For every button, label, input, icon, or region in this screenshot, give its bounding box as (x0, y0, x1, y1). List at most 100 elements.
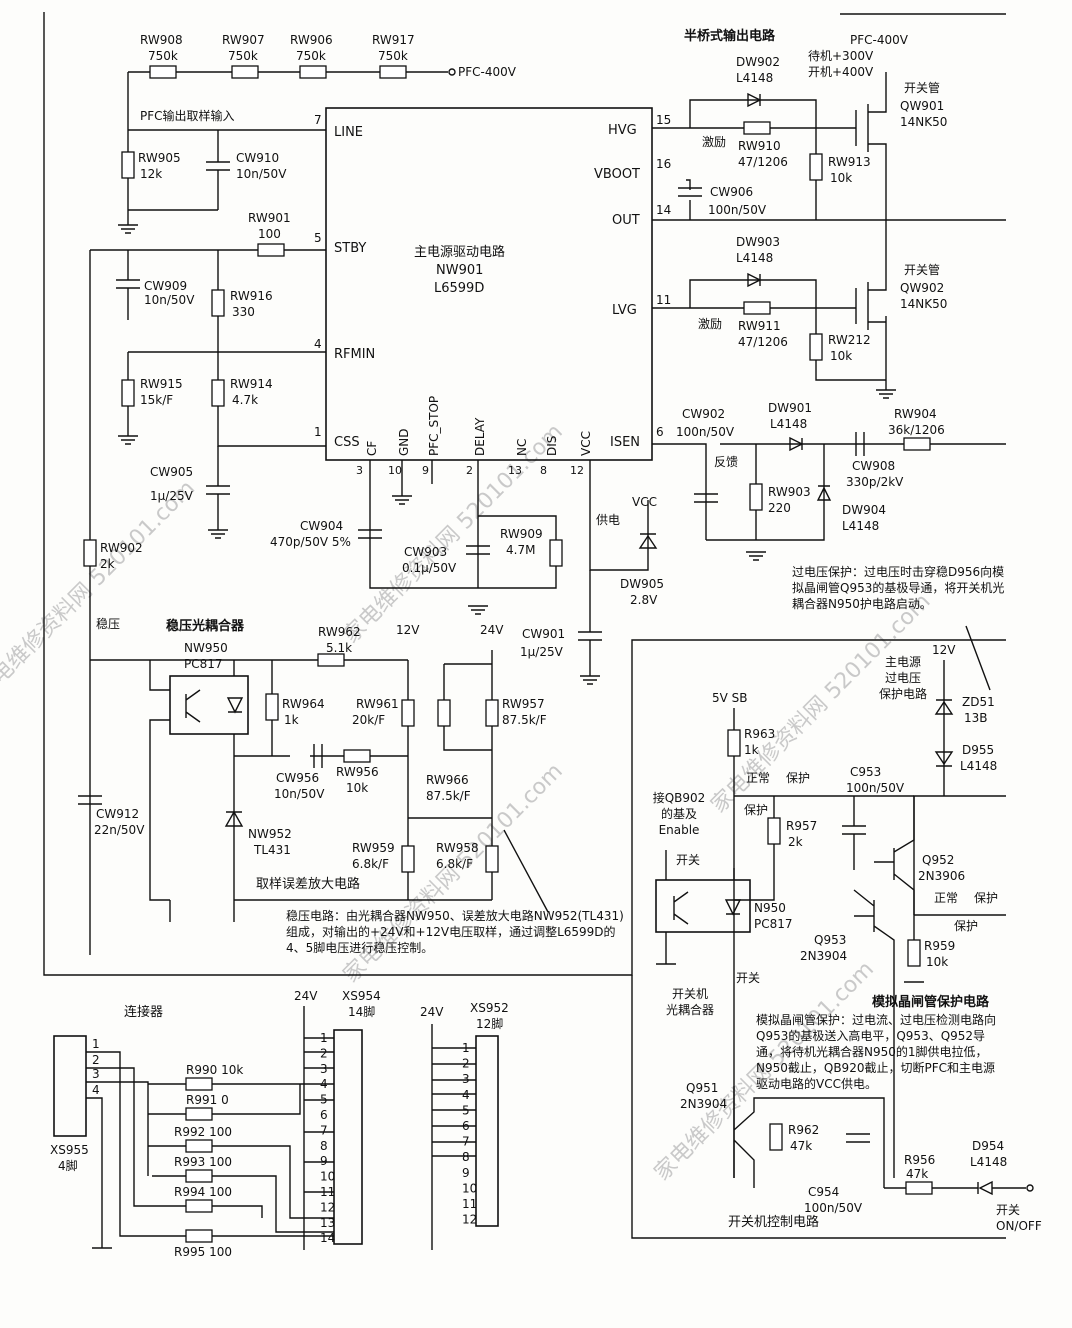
svg-text:RW910: RW910 (738, 139, 781, 153)
rw961: RW961 20k/F (352, 697, 415, 727)
connector-pin-number: 14 (320, 1231, 335, 1245)
svg-text:DW904: DW904 (842, 503, 886, 517)
connector-pin-number: 3 (320, 1062, 328, 1076)
svg-text:CW956: CW956 (276, 771, 319, 785)
svg-text:0.1μ/50V: 0.1μ/50V (402, 561, 457, 575)
connector-pin-number: 9 (320, 1154, 328, 1168)
svg-text:10k: 10k (830, 171, 852, 185)
v12-label-2: 12V (932, 643, 956, 657)
pfc-sample-label: PFC输出取样输入 (140, 108, 235, 123)
pin-num: 8 (540, 464, 547, 477)
svg-text:QW902: QW902 (900, 281, 944, 295)
xs952-body (475, 1035, 499, 1227)
pin-num: 15 (656, 113, 671, 127)
rw915: RW915 15k/F (121, 377, 183, 407)
ground-8 (746, 551, 766, 561)
svg-text:CW904: CW904 (300, 519, 343, 533)
bottom-right-frame (631, 975, 1006, 1239)
connector-pin-number: 8 (462, 1150, 470, 1164)
nw950-internals (185, 689, 244, 723)
v24-label-1: 24V (480, 623, 504, 637)
rw902: RW902 2k (83, 539, 143, 571)
svg-text:2k: 2k (788, 835, 803, 849)
excite-label-1: 激励 (702, 135, 726, 149)
rw904: RW904 36k/1206 (888, 407, 945, 451)
rw905: RW905 12k (121, 151, 181, 181)
zd51: ZD51 13B (934, 695, 995, 725)
pin-name: GND (397, 428, 411, 456)
pin-name: CF (365, 441, 379, 456)
connector-pin-number: 10 (462, 1181, 477, 1195)
dw902: DW902 L4148 (736, 55, 780, 108)
svg-text:750k: 750k (378, 49, 408, 63)
cw909: CW909 10n/50V (116, 250, 195, 320)
isen-wire (652, 443, 1006, 541)
svg-text:CW905: CW905 (150, 465, 193, 479)
svg-text:RW961: RW961 (356, 697, 399, 711)
svg-text:100n/50V: 100n/50V (846, 781, 905, 795)
svg-text:47k: 47k (790, 1139, 812, 1153)
ground-2 (118, 435, 138, 445)
rw964: RW964 1k (265, 693, 325, 727)
d954: D954 L4148 (970, 1139, 1007, 1196)
xs955-pins: 4脚 (58, 1158, 78, 1173)
svg-text:CW909: CW909 (144, 279, 187, 293)
svg-text:QW901: QW901 (900, 99, 944, 113)
svg-text:D954: D954 (972, 1139, 1004, 1153)
pin-num: 5 (314, 231, 322, 245)
svg-text:RW916: RW916 (230, 289, 273, 303)
svg-text:R993 100: R993 100 (174, 1155, 232, 1169)
svg-text:1k: 1k (744, 743, 759, 757)
pin-name: OUT (612, 213, 640, 228)
svg-text:R990 10k: R990 10k (186, 1063, 243, 1077)
ground-3 (208, 529, 228, 539)
c953: C953 100n/50V (842, 765, 905, 870)
ic-nw901-body (325, 107, 653, 461)
rw958: RW958 6.8k/F (436, 841, 499, 873)
svg-text:RW904: RW904 (894, 407, 937, 421)
dw905: DW905 2.8V (620, 533, 664, 607)
rw966-label: RW966 87.5k/F (426, 773, 471, 803)
ground-7 (876, 389, 896, 399)
svg-text:DW901: DW901 (768, 401, 812, 415)
svg-text:4: 4 (92, 1083, 100, 1097)
pfc-400v-label: PFC-400V (458, 65, 517, 79)
protect-label-3: 保护 (974, 891, 998, 905)
svg-text:RW905: RW905 (138, 151, 181, 165)
rw908: 750k RW908 (140, 33, 183, 79)
ic-ref: NW901 (436, 263, 483, 278)
pin-num: 13 (508, 464, 522, 477)
svg-text:14NK50: 14NK50 (900, 297, 947, 311)
svg-text:CW908: CW908 (852, 459, 895, 473)
svg-text:C953: C953 (850, 765, 881, 779)
connector-pin-number: 5 (462, 1103, 470, 1117)
svg-text:RW962: RW962 (318, 625, 361, 639)
svg-text:330: 330 (232, 305, 255, 319)
svg-text:2N3906: 2N3906 (918, 869, 965, 883)
ic-left-pins: LINE 7 STBY 5 RFMIN 4 CSS 1 (314, 113, 375, 450)
n950-part: PC817 (754, 917, 793, 931)
pfc-divider-wire (127, 71, 448, 225)
connector-pin-number: 3 (462, 1072, 470, 1086)
cw901: CW901 1μ/25V (520, 570, 602, 676)
svg-text:22n/50V: 22n/50V (94, 823, 145, 837)
svg-text:Q953: Q953 (814, 933, 846, 947)
svg-text:2k: 2k (100, 557, 115, 571)
svg-text:47k: 47k (906, 1167, 928, 1181)
r956: R956 47k (904, 1153, 935, 1195)
cw904: CW904 470p/50V 5% (270, 519, 382, 549)
q953: Q953 2N3904 (800, 889, 895, 1178)
vcc-label: VCC (632, 495, 657, 509)
cw902: CW902 100n/50V (676, 407, 735, 503)
svg-text:C954: C954 (808, 1185, 839, 1199)
svg-text:10k: 10k (926, 955, 948, 969)
r992: R992 100 (174, 1125, 232, 1153)
svg-text:RW906: RW906 (290, 33, 333, 47)
regulator-opto-label: 稳压光耦合器 (166, 618, 245, 634)
pin-name: NC (515, 439, 529, 456)
svg-text:470p/50V 5%: 470p/50V 5% (270, 535, 351, 549)
protect-label-1: 保护 (786, 771, 810, 785)
pin-name: DIS (545, 436, 559, 456)
note-pointer (503, 829, 549, 913)
connector-pin-number: 9 (462, 1166, 470, 1180)
